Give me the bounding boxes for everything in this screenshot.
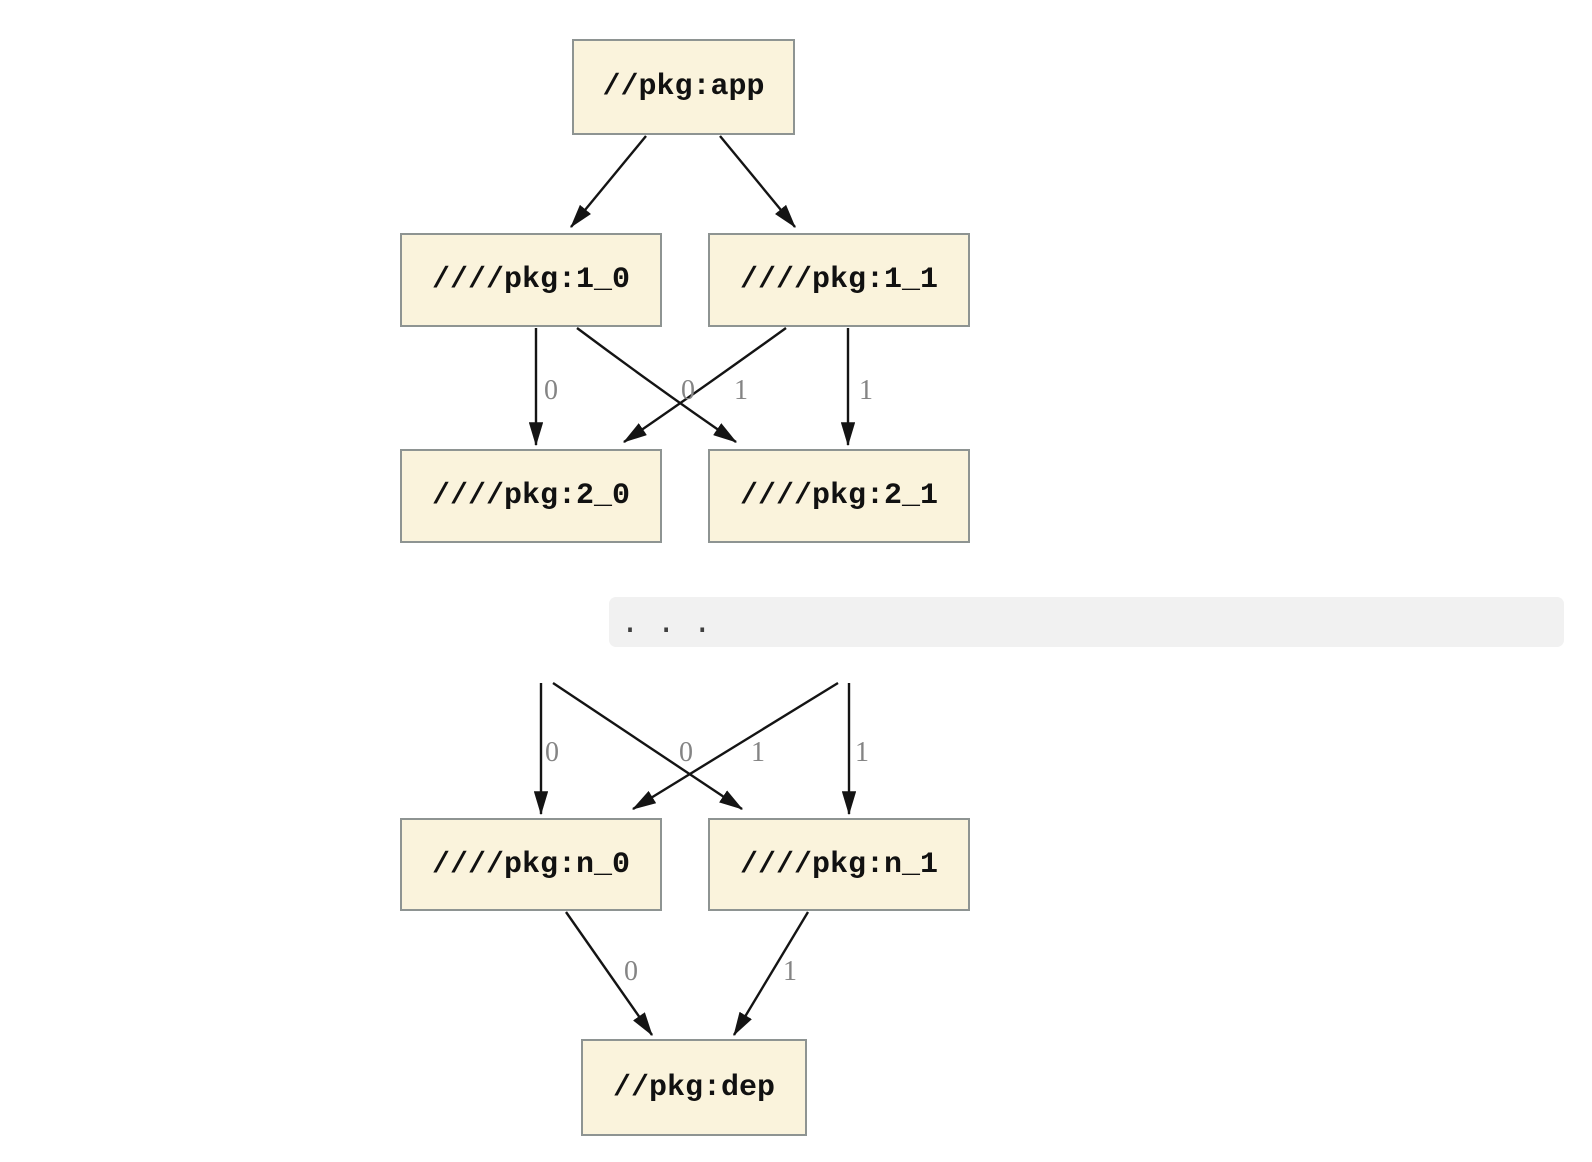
edge-label-1_1-2_1: 1 (859, 375, 873, 406)
edge-n_1-dep (732, 911, 810, 1037)
edge-dots-n_0-diagonal (631, 681, 839, 811)
edge-label-1_0-2_1: 1 (734, 375, 748, 406)
edge-label-n_0-dep: 0 (624, 956, 638, 987)
node-label: //pkg:dep (612, 1070, 776, 1105)
edge-label-dots-n_0-vertical: 0 (545, 737, 559, 768)
node-label: ////pkg:n_0 (431, 847, 631, 882)
node-label: //pkg:app (602, 70, 765, 104)
node-label: ////pkg:1_0 (431, 263, 631, 297)
edge-dots-n_1-diagonal (552, 682, 743, 810)
edge-label-1_0-2_0: 0 (544, 375, 558, 406)
edge-app-1_1 (719, 135, 796, 228)
node-label: ////pkg:2_1 (739, 479, 939, 513)
edge-label-dots-n_0-diagonal: 0 (679, 737, 693, 768)
edge-label-1_1-2_0: 0 (681, 375, 695, 406)
node-pkg-1_0: ////pkg:1_0 (400, 233, 662, 327)
edge-label-dots-n_1-diagonal: 1 (751, 737, 765, 768)
ellipsis-text: . . . (621, 604, 712, 640)
edge-label-dots-n_1-vertical: 1 (855, 737, 869, 768)
node-label: ////pkg:2_0 (431, 479, 631, 513)
edge-1_0-2_1 (576, 327, 737, 443)
node-pkg-dep: //pkg:dep (581, 1039, 807, 1136)
node-label: ////pkg:1_1 (739, 263, 939, 297)
node-pkg-n_1: ////pkg:n_1 (708, 818, 970, 911)
node-pkg-app: //pkg:app (572, 39, 795, 135)
edge-app-1_0 (570, 135, 647, 228)
node-pkg-n_0: ////pkg:n_0 (400, 818, 662, 911)
node-pkg-2_0: ////pkg:2_0 (400, 449, 662, 543)
node-pkg-2_1: ////pkg:2_1 (708, 449, 970, 543)
edge-1_1-2_0 (623, 327, 787, 443)
node-pkg-1_1: ////pkg:1_1 (708, 233, 970, 327)
node-label: ////pkg:n_1 (739, 847, 939, 882)
edge-n_0-dep (565, 911, 653, 1036)
ellipsis-band: . . . (609, 597, 1564, 647)
edge-label-n_1-dep: 1 (783, 956, 797, 987)
